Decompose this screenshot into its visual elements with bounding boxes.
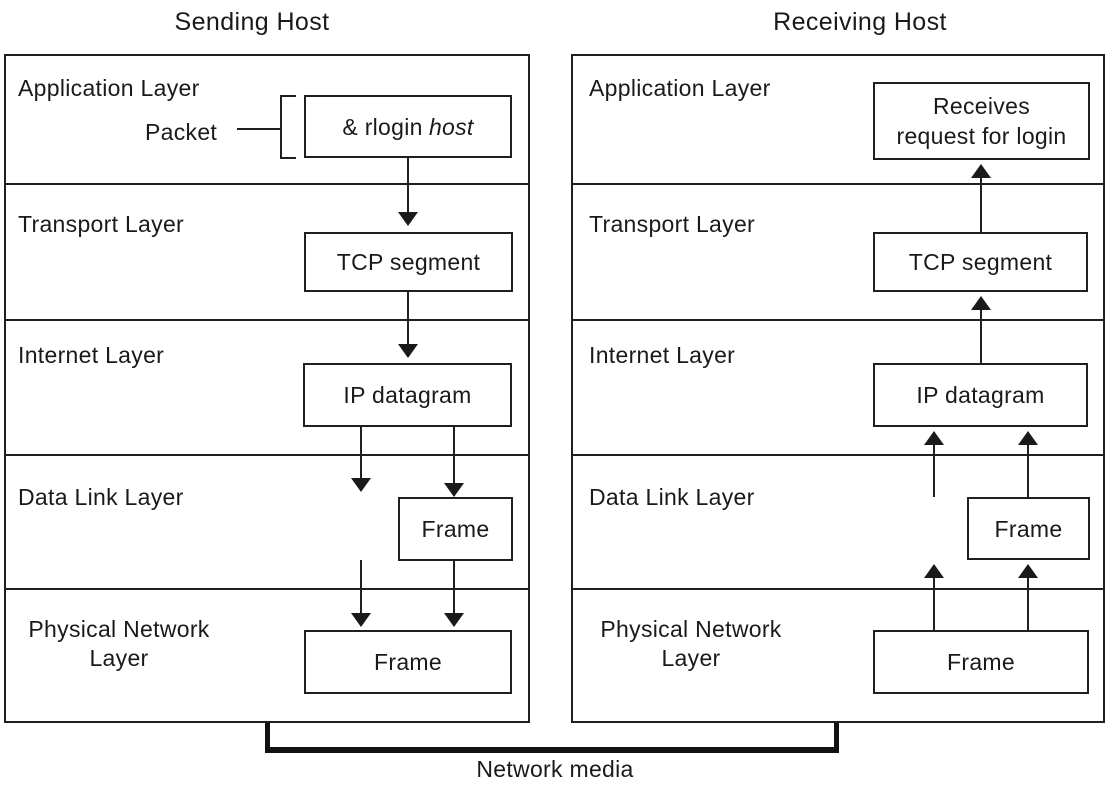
receives-login-box: Receives request for login [873,82,1090,160]
ip-datagram-box-sending: IP datagram [303,363,512,427]
layer-divider-sending-1 [6,183,528,185]
arrow-line-datalink-to-physical-left-sending [360,560,362,613]
network-media-bracket-left [265,723,270,749]
network-media-label: Network media [476,756,634,782]
arrow-line-transport-to-app-receiving [980,178,982,232]
arrow-line-internet-to-datalink-left-sending [360,427,362,478]
arrow-up-icon [924,564,944,578]
layer-divider-sending-3 [6,454,528,456]
arrow-line-physical-to-datalink-left-receiving [933,578,935,630]
tcp-segment-box-sending: TCP segment [304,232,513,292]
tcp-segment-box-receiving: TCP segment [873,232,1088,292]
layer-label-internet-receiving: Internet Layer [589,342,736,368]
layer-label-physical-receiving: Physical Network Layer [589,615,793,673]
physical-label-line2-sending: Layer [89,645,149,671]
arrow-line-datalink-to-physical-right-sending [453,561,455,613]
arrow-down-icon [444,483,464,497]
layer-label-transport-sending: Transport Layer [18,211,184,237]
receiving-host-title: Receiving Host [773,8,947,36]
arrow-line-datalink-to-internet-left-receiving [933,445,935,497]
frame-box-physical-sending: Frame [304,630,512,694]
packet-bracket [280,95,296,159]
rlogin-command-arg: host [428,113,474,140]
arrow-down-icon [398,212,418,226]
arrow-down-icon [351,613,371,627]
sending-host-title: Sending Host [174,8,330,36]
physical-label-line1-receiving: Physical Network [600,616,782,642]
frame-box-physical-receiving: Frame [873,630,1089,694]
receives-login-line2: request for login [896,123,1067,149]
layer-label-internet-sending: Internet Layer [18,342,165,368]
arrow-up-icon [1018,564,1038,578]
arrow-up-icon [971,164,991,178]
physical-label-line2-receiving: Layer [661,645,721,671]
layer-divider-receiving-3 [573,454,1103,456]
arrow-down-icon [398,344,418,358]
layer-divider-sending-2 [6,319,528,321]
layer-label-physical-sending: Physical Network Layer [18,615,220,673]
layer-label-application-receiving: Application Layer [589,75,771,101]
network-media-bracket-right [834,723,839,749]
ip-datagram-box-receiving: IP datagram [873,363,1088,427]
arrow-line-transport-to-internet-sending [407,292,409,344]
arrow-line-app-to-transport-sending [407,158,409,212]
layer-label-datalink-sending: Data Link Layer [18,484,184,510]
frame-box-datalink-receiving: Frame [967,497,1090,560]
arrow-up-icon [924,431,944,445]
layer-label-application-sending: Application Layer [18,75,200,101]
receives-login-line1: Receives [933,93,1030,119]
layer-divider-receiving-1 [573,183,1103,185]
arrow-down-icon [444,613,464,627]
arrow-line-internet-to-datalink-right-sending [453,427,455,483]
layer-label-datalink-receiving: Data Link Layer [589,484,755,510]
packet-connector-line [237,128,280,130]
arrow-up-icon [971,296,991,310]
rlogin-command-prefix: & rlogin [342,113,423,140]
physical-label-line1-sending: Physical Network [28,616,210,642]
arrow-up-icon [1018,431,1038,445]
packet-label: Packet [145,119,218,145]
arrow-line-internet-to-transport-receiving [980,310,982,363]
layer-divider-receiving-4 [573,588,1103,590]
network-media-bracket-bottom [265,747,839,753]
layer-divider-receiving-2 [573,319,1103,321]
arrow-line-datalink-to-internet-right-receiving [1027,445,1029,497]
arrow-down-icon [351,478,371,492]
layer-label-transport-receiving: Transport Layer [589,211,755,237]
frame-box-datalink-sending: Frame [398,497,513,561]
layer-divider-sending-4 [6,588,528,590]
arrow-line-physical-to-datalink-right-receiving [1027,578,1029,630]
